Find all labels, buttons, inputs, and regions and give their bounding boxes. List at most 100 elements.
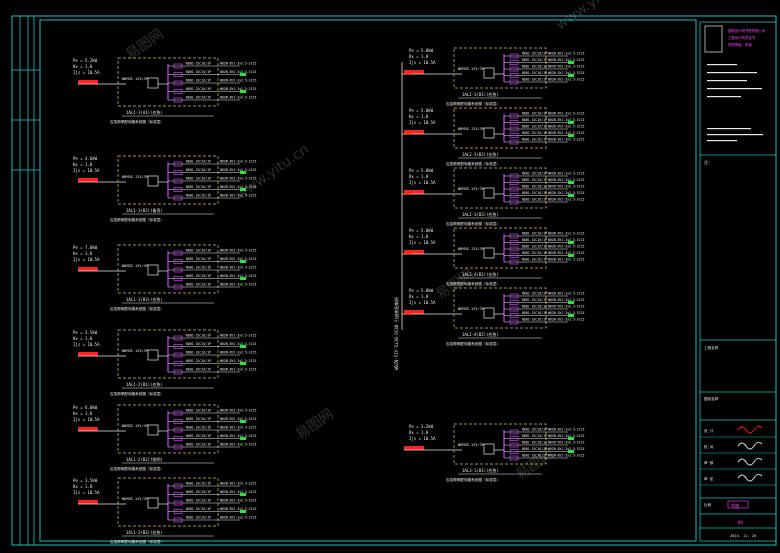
main-breaker-symbol	[147, 497, 159, 509]
branch-breaker-label: NDB1-32C16/1P	[186, 443, 211, 447]
branch-breaker-label: NDB1-32C16/1P	[186, 426, 211, 430]
branch-breaker-symbol	[173, 63, 183, 69]
title-company-line-1: 建筑设计研究院有限公司	[728, 28, 765, 33]
load-terminal-marker	[568, 74, 574, 77]
project-label: 工程名称	[704, 345, 719, 350]
binding-strip	[12, 16, 40, 545]
load-terminal-marker	[240, 277, 246, 280]
panel-description: 应急照明配电箱系统图（标准层）	[110, 119, 164, 124]
panel-description: 应急照明配电箱系统图（标准层）	[446, 161, 500, 166]
branch-cable-label: WDZN-BYJ-3x2.5-SC15	[220, 351, 257, 355]
branch-circuit-3: NDB1-32C16/1P WDZN-BYJ-3x2.5-SC15	[168, 426, 257, 433]
branch-breaker-label: NDB1-32C16/1P	[186, 274, 211, 278]
main-breaker-label: NDM3E-125/3P	[122, 264, 148, 268]
branch-breaker-label: NDB1-32C16/1P	[522, 118, 547, 122]
branch-breaker-symbol	[173, 267, 183, 273]
load-terminal-marker	[240, 420, 246, 423]
branch-breaker-symbol	[509, 240, 519, 245]
main-breaker-symbol	[147, 424, 159, 436]
panel-calc-current: Ijs = 10.5A	[73, 342, 100, 347]
branch-cable-label: WDZN-BYJ-3x2.5-SC15	[548, 434, 585, 438]
panel-description: 应急照明配电箱系统图（标准层）	[110, 539, 164, 544]
branch-cable-label: WDZN-BYJ-3x2.5-SC15	[220, 342, 257, 346]
incoming-source-marker	[78, 427, 98, 431]
panel-demand-factor: Kx = 1.0	[409, 114, 429, 119]
signature-row-label: 校 对	[704, 444, 714, 449]
incoming-source-marker	[78, 352, 98, 356]
branch-cable-label: WDZN-BYJ-3x2.5-SC15	[548, 447, 585, 451]
branch-breaker-symbol	[509, 193, 519, 198]
branch-cable-label: WDZN-BYJ-3x2.5-SC15	[220, 283, 257, 287]
branch-breaker-label: NDB1-32C16/1P	[522, 198, 547, 202]
branch-cable-label: WDZN-BYJ-3x2.5-SC15	[548, 305, 585, 309]
branch-cable-label: WDZN-BYJ-3x2.5-SC15	[220, 249, 257, 253]
handwritten-signature	[737, 441, 763, 450]
panel-calc-current: Ijs = 10.5A	[73, 417, 100, 422]
load-terminal-marker	[568, 134, 574, 137]
branch-breaker-label: NDB1-32C16/1P	[522, 441, 547, 445]
branch-breaker-label: NDB1-32C16/1P	[522, 258, 547, 262]
branch-breaker-label: NDB1-32C16/1P	[522, 251, 547, 255]
branch-breaker-symbol	[509, 73, 519, 78]
branch-breaker-label: NDB1-32C16/1P	[522, 131, 547, 135]
branch-cable-label: WDZN-BYJ-3x2.5-SC15	[548, 232, 585, 236]
branch-breaker-symbol	[173, 195, 183, 201]
branch-cable-label: WDZN-BYJ-3x2.5-SC15	[548, 251, 585, 255]
panel-description: 应急照明配电箱系统图（标准层）	[110, 306, 164, 311]
load-terminal-marker	[240, 188, 246, 191]
load-terminal-marker	[240, 90, 246, 93]
branch-breaker-symbol	[173, 335, 183, 341]
branch-cable-label: WDZN-BYJ-3x2.5-SC15	[220, 426, 257, 430]
branch-cable-label: WDZN-BYJ-3x2.5-SC15	[220, 160, 257, 164]
branch-cable-label: WDZN-BYJ-3x2.5-SC15	[548, 191, 585, 195]
branch-breaker-symbol	[173, 517, 183, 523]
panel-enclosure	[117, 57, 219, 107]
panel-load-parameter: Pe = 4.6kW	[73, 156, 98, 161]
panel-enclosure	[453, 287, 547, 329]
panel-demand-factor: Kx = 1.0	[409, 234, 429, 239]
main-breaker-label: NDM3E-125/3P	[122, 424, 148, 428]
branch-cable-label: WDZN-BYJ-3x2.5-SC15	[548, 118, 585, 122]
load-terminal-marker	[568, 301, 574, 304]
branch-breaker-symbol	[173, 80, 183, 86]
panel-demand-factor: Kx = 1.0	[73, 64, 93, 69]
branch-breaker-label: NDB1-32C16/1P	[522, 238, 547, 242]
branch-breaker-label: NDB1-32C16/1P	[186, 266, 211, 270]
main-breaker-symbol	[483, 67, 495, 79]
main-breaker-symbol	[147, 264, 159, 276]
panel-calc-current: Ijs = 10.5A	[409, 60, 436, 65]
panel-caption: 1AL3-1(B1)(应急)	[462, 467, 499, 473]
main-breaker-symbol	[483, 247, 495, 259]
branch-cable-label: WDZN-BYJ-3x2.5-SC15	[220, 185, 257, 189]
branch-breaker-label: NDB1-32C16/1P	[522, 185, 547, 189]
branch-cable-label: WDZN-BYJ-3x2.5-SC15	[548, 112, 585, 116]
branch-breaker-symbol	[509, 139, 519, 145]
panel-load-parameter: Pe = 3.2kW	[409, 424, 434, 429]
branch-breaker-label: NDB1-32C16/1P	[186, 185, 211, 189]
load-terminal-marker	[240, 345, 246, 348]
branch-cable-label: WDZN-BYJ-3x2.5-SC15	[548, 185, 585, 189]
branch-cable-label: WDZN-BYJ-3x2.5-SC15	[220, 334, 257, 338]
branch-breaker-symbol	[173, 444, 183, 450]
